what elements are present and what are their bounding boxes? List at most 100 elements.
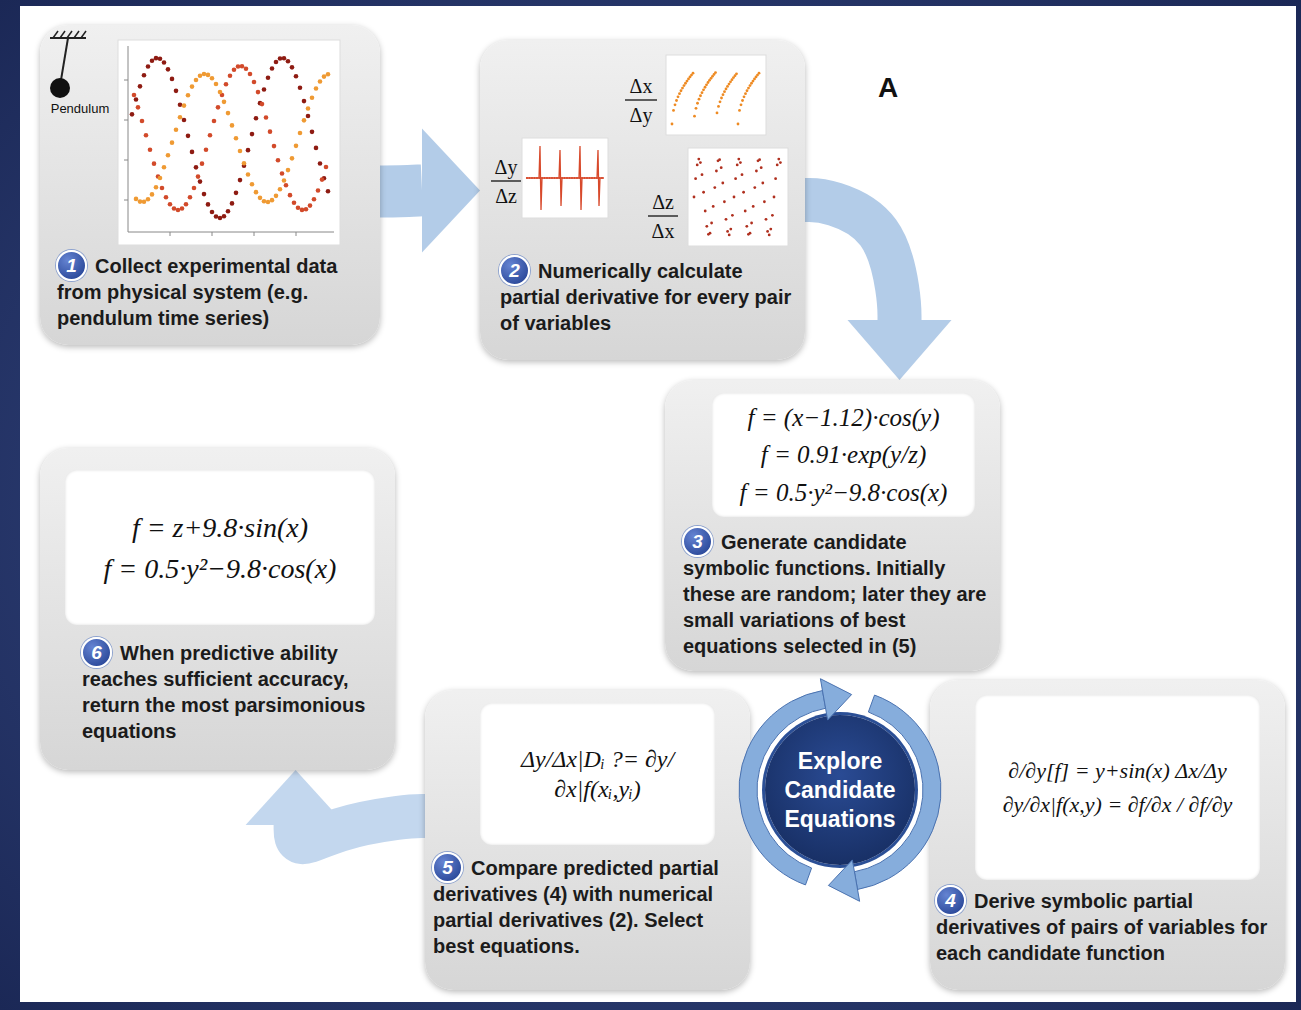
- data-point: [168, 202, 173, 207]
- data-point: [154, 185, 159, 190]
- data-point: [324, 165, 329, 170]
- data-series: [134, 72, 331, 205]
- step-box: f = (x−1.12)·cos(y)f = 0.91·exp(y/z)f = …: [665, 380, 1000, 671]
- data-point: [190, 150, 195, 155]
- label-holder: Δx: [630, 75, 653, 98]
- fraction-numerator: Δz: [652, 191, 674, 213]
- data-point: [202, 192, 207, 197]
- data-point: [174, 127, 179, 132]
- data-point: [198, 73, 203, 78]
- data-point: [162, 60, 167, 65]
- step-box: f = z+9.8·sin(x)f = 0.5·y²−9.8·cos(x)Whe…: [40, 448, 395, 770]
- chart-tick: [254, 232, 255, 236]
- data-point: [704, 210, 707, 213]
- equation-panel: Δy/Δx|Dᵢ ?= ∂y/∂x|f(xᵢ,yᵢ): [480, 703, 715, 845]
- data-point: [743, 95, 746, 98]
- data-point: [264, 115, 269, 120]
- data-point: [306, 106, 311, 111]
- white-sheet: [20, 6, 1296, 1002]
- data-point: [746, 89, 749, 92]
- data-point: [749, 232, 752, 235]
- fraction-numerator: Δx: [630, 75, 653, 97]
- data-series: [130, 56, 331, 220]
- data-point: [725, 88, 728, 91]
- data-point: [234, 136, 239, 141]
- data-point: [290, 156, 295, 161]
- data-point: [722, 93, 725, 96]
- data-point: [142, 199, 147, 204]
- data-point: [194, 78, 199, 83]
- data-point: [260, 102, 265, 107]
- step-number-badge: 3: [682, 526, 713, 557]
- data-point: [216, 105, 221, 110]
- arrow-head: [422, 128, 480, 252]
- data-point: [726, 85, 729, 88]
- data-point: [148, 147, 153, 152]
- data-point: [282, 178, 287, 183]
- data-point: [130, 112, 135, 117]
- data-point: [681, 87, 684, 90]
- cycle-ring: [739, 679, 941, 902]
- data-point: [774, 177, 777, 180]
- data-point: [773, 196, 776, 199]
- data-point: [726, 230, 729, 233]
- time-series-chart: [118, 40, 340, 245]
- data-point: [158, 176, 163, 181]
- data-point: [290, 65, 295, 70]
- data-point: [292, 200, 297, 205]
- data-point: [136, 105, 141, 110]
- data-point: [683, 84, 686, 87]
- data-point: [206, 202, 211, 207]
- data-point: [742, 191, 745, 194]
- data-point: [204, 147, 209, 152]
- fraction-bar: [491, 180, 521, 181]
- data-point: [740, 103, 743, 106]
- ring-arrowhead: [820, 679, 851, 720]
- data-point: [160, 186, 165, 191]
- data-point: [716, 112, 719, 115]
- equation-text: f = 0.5·y²−9.8·cos(x): [104, 551, 337, 586]
- data-point: [302, 99, 307, 104]
- data-point: [186, 134, 191, 139]
- data-point: [210, 76, 215, 81]
- ring-arrowhead: [828, 860, 859, 901]
- step-caption: Collect experimental data from physical …: [57, 253, 375, 331]
- equation-text: f = 0.5·y²−9.8·cos(x): [740, 477, 948, 508]
- equation-panel: f = z+9.8·sin(x)f = 0.5·y²−9.8·cos(x): [65, 470, 375, 625]
- fraction-denominator: Δz: [495, 185, 517, 207]
- data-point: [768, 234, 771, 237]
- step-number-badge: 5: [432, 852, 463, 883]
- data-point: [316, 188, 321, 193]
- data-point: [771, 214, 774, 217]
- data-point: [178, 102, 183, 107]
- data-point: [194, 165, 199, 170]
- data-point: [198, 179, 203, 184]
- data-point: [182, 118, 187, 123]
- data-point: [158, 56, 163, 61]
- data-point: [765, 218, 768, 221]
- data-point: [710, 222, 713, 225]
- data-point: [230, 201, 235, 206]
- data-point: [761, 182, 764, 185]
- equation-text: ∂y/∂x|f(x,y) = ∂f/∂x / ∂f/∂y: [1003, 791, 1233, 819]
- data-point: [737, 123, 740, 126]
- data-point: [721, 182, 724, 185]
- data-point: [702, 191, 705, 194]
- data-point: [286, 59, 291, 64]
- data-point: [738, 109, 741, 112]
- data-point: [282, 56, 287, 61]
- center-label: Explore Candidate Equations: [774, 747, 906, 834]
- data-point: [693, 115, 696, 118]
- data-point: [322, 74, 327, 79]
- data-point: [154, 56, 159, 61]
- data-point: [763, 200, 766, 203]
- data-point: [174, 89, 179, 94]
- data-point: [146, 197, 151, 202]
- data-point: [266, 75, 271, 80]
- data-point: [705, 225, 708, 228]
- step-number-badge: 1: [56, 250, 87, 281]
- data-point: [222, 214, 227, 219]
- data-point: [280, 171, 285, 176]
- data-point: [692, 72, 695, 75]
- equation-text: Δy/Δx|Dᵢ ?= ∂y/∂x|f(xᵢ,yᵢ): [490, 744, 705, 804]
